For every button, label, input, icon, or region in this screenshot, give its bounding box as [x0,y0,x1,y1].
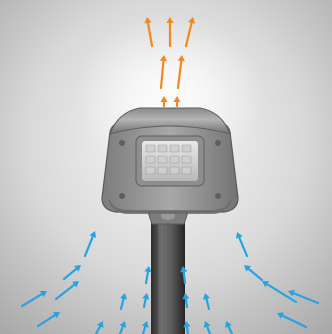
pole [151,218,185,334]
street-light-luminaire-icon [102,108,238,224]
